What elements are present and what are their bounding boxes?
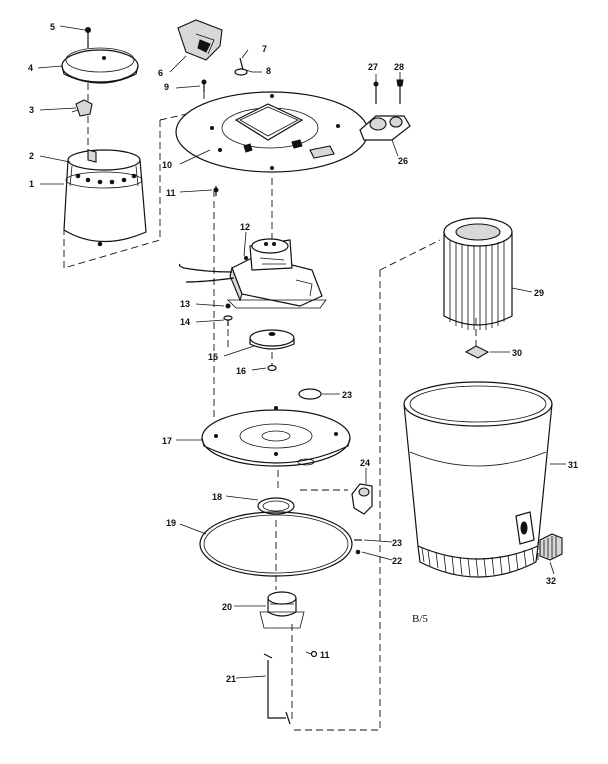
label-part-11-upper: 11 (166, 188, 176, 198)
part-18-gasket-ring (257, 497, 295, 515)
label-part-14: 14 (180, 317, 190, 327)
label-part-3: 3 (29, 105, 34, 115)
part-10-top-plate (175, 91, 369, 173)
page-code: B/5 (412, 613, 428, 625)
part-19-large-gasket (199, 511, 353, 577)
part-1-2-base-cup (63, 149, 147, 247)
part-15-impeller (249, 329, 295, 350)
label-part-21: 21 (226, 674, 236, 684)
part-21-float-rod (263, 653, 291, 725)
part-9-screw (201, 79, 207, 92)
label-part-12: 12 (240, 222, 250, 232)
label-part-29: 29 (534, 288, 544, 298)
label-part-6: 6 (158, 68, 163, 78)
label-part-1: 1 (29, 179, 34, 189)
part-13-14-fasteners (223, 303, 233, 326)
part-20-valve (259, 591, 305, 629)
part-23-o-ring-upper (298, 388, 322, 400)
label-part-18: 18 (212, 492, 222, 502)
label-part-28: 28 (394, 62, 404, 72)
label-part-10: 10 (162, 160, 172, 170)
label-part-26: 26 (398, 156, 408, 166)
part-3-clip (71, 99, 93, 117)
part-29-filter-cartridge (443, 217, 513, 330)
label-part-13: 13 (180, 299, 190, 309)
label-part-30: 30 (512, 348, 522, 358)
part-12-motor (178, 238, 327, 309)
part-6-switch-housing (177, 19, 223, 61)
part-22-23-small-parts (354, 539, 362, 555)
label-part-7: 7 (262, 44, 267, 54)
label-part-23-lower: 23 (392, 538, 402, 548)
label-part-24: 24 (360, 458, 370, 468)
label-part-20: 20 (222, 602, 232, 612)
label-part-22: 22 (392, 556, 402, 566)
part-30-wing-nut (464, 345, 490, 359)
part-5-screw (85, 27, 91, 48)
label-part-19: 19 (166, 518, 176, 528)
part-24-float-bracket (351, 483, 373, 515)
label-part-9: 9 (164, 82, 169, 92)
label-part-23-upper: 23 (342, 390, 352, 400)
part-labels: 5 4 3 2 1 6 7 8 9 10 11 12 13 14 15 16 2… (28, 22, 578, 684)
label-part-16: 16 (236, 366, 246, 376)
label-part-31: 31 (568, 460, 578, 470)
leader-lines (37, 25, 566, 679)
part-17-lower-plate (201, 406, 351, 467)
part-11-screw-upper (213, 186, 219, 196)
label-part-17: 17 (162, 436, 172, 446)
part-16-nut (267, 364, 277, 372)
label-part-5: 5 (50, 22, 55, 32)
label-part-2: 2 (29, 151, 34, 161)
label-part-8: 8 (266, 66, 271, 76)
part-11-screw-lower (305, 650, 318, 658)
part-32-drain-fitting (539, 533, 563, 561)
label-part-11-lower: 11 (320, 650, 330, 660)
label-part-32: 32 (546, 576, 556, 586)
part-4-cap (61, 47, 139, 84)
part-31-tank (403, 381, 553, 578)
label-part-4: 4 (28, 63, 33, 73)
part-26-lever (359, 79, 411, 141)
label-part-15: 15 (208, 352, 218, 362)
label-part-27: 27 (368, 62, 378, 72)
part-7-8-hardware (234, 57, 253, 76)
